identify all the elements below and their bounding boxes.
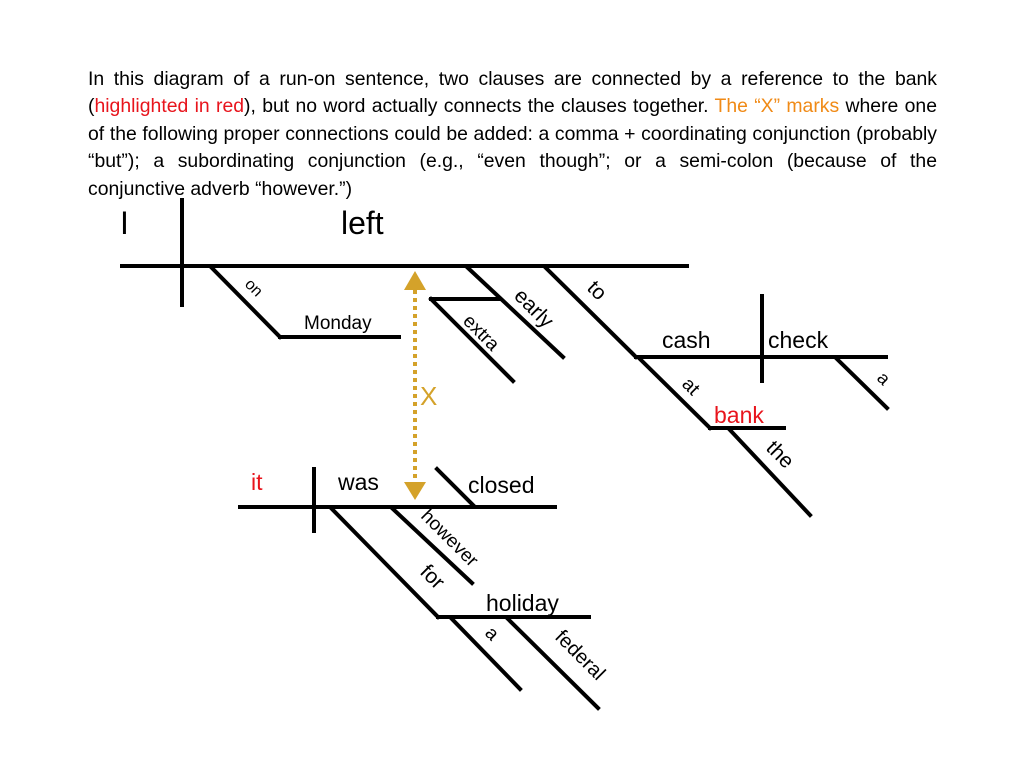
connection-arrow: [404, 271, 426, 500]
at-slant: [637, 356, 713, 431]
early-slant: [465, 265, 566, 360]
word-left: left: [341, 205, 384, 241]
extra-slant: [428, 296, 516, 384]
word-at: at: [677, 374, 704, 401]
caption-text-3: where one of the following proper connec…: [88, 95, 937, 200]
word-was: was: [337, 469, 379, 495]
word-it: it: [251, 469, 263, 495]
a-holiday-slant: [449, 616, 523, 692]
caption-highlight-red: highlighted in red: [94, 95, 245, 118]
to-slant: [543, 265, 639, 360]
predicate-complement-divider: [434, 466, 476, 508]
word-cash: cash: [662, 327, 711, 353]
caption-text-2: ), but no word actually connects the cla…: [244, 95, 715, 118]
word-check: check: [768, 327, 829, 353]
word-closed: closed: [468, 472, 534, 498]
word-on: on: [241, 276, 266, 301]
arrow-up-icon: [404, 271, 426, 290]
the-slant: [727, 427, 813, 518]
however-slant: [390, 506, 475, 586]
marker-x: X: [420, 381, 437, 411]
caption-highlight-orange: The “X” marks: [714, 95, 840, 118]
federal-slant: [505, 616, 601, 711]
word-federal: federal: [550, 626, 609, 685]
word-a-check: a: [873, 368, 895, 390]
arrow-down-icon: [404, 482, 426, 500]
word-for: for: [415, 560, 449, 594]
word-to: to: [582, 276, 611, 305]
caption-text-1: In this diagram of a run-on sentence, tw…: [88, 68, 937, 118]
word-a-holiday: a: [480, 623, 503, 646]
word-holiday: holiday: [486, 590, 559, 616]
on-slant: [209, 265, 283, 340]
a-check-slant: [834, 356, 890, 411]
caption-paragraph: In this diagram of a run-on sentence, tw…: [88, 66, 937, 203]
word-bank: bank: [714, 402, 764, 428]
word-monday: Monday: [304, 313, 372, 334]
word-early: early: [509, 284, 558, 333]
for-slant: [329, 506, 441, 620]
word-i: I: [120, 205, 129, 241]
